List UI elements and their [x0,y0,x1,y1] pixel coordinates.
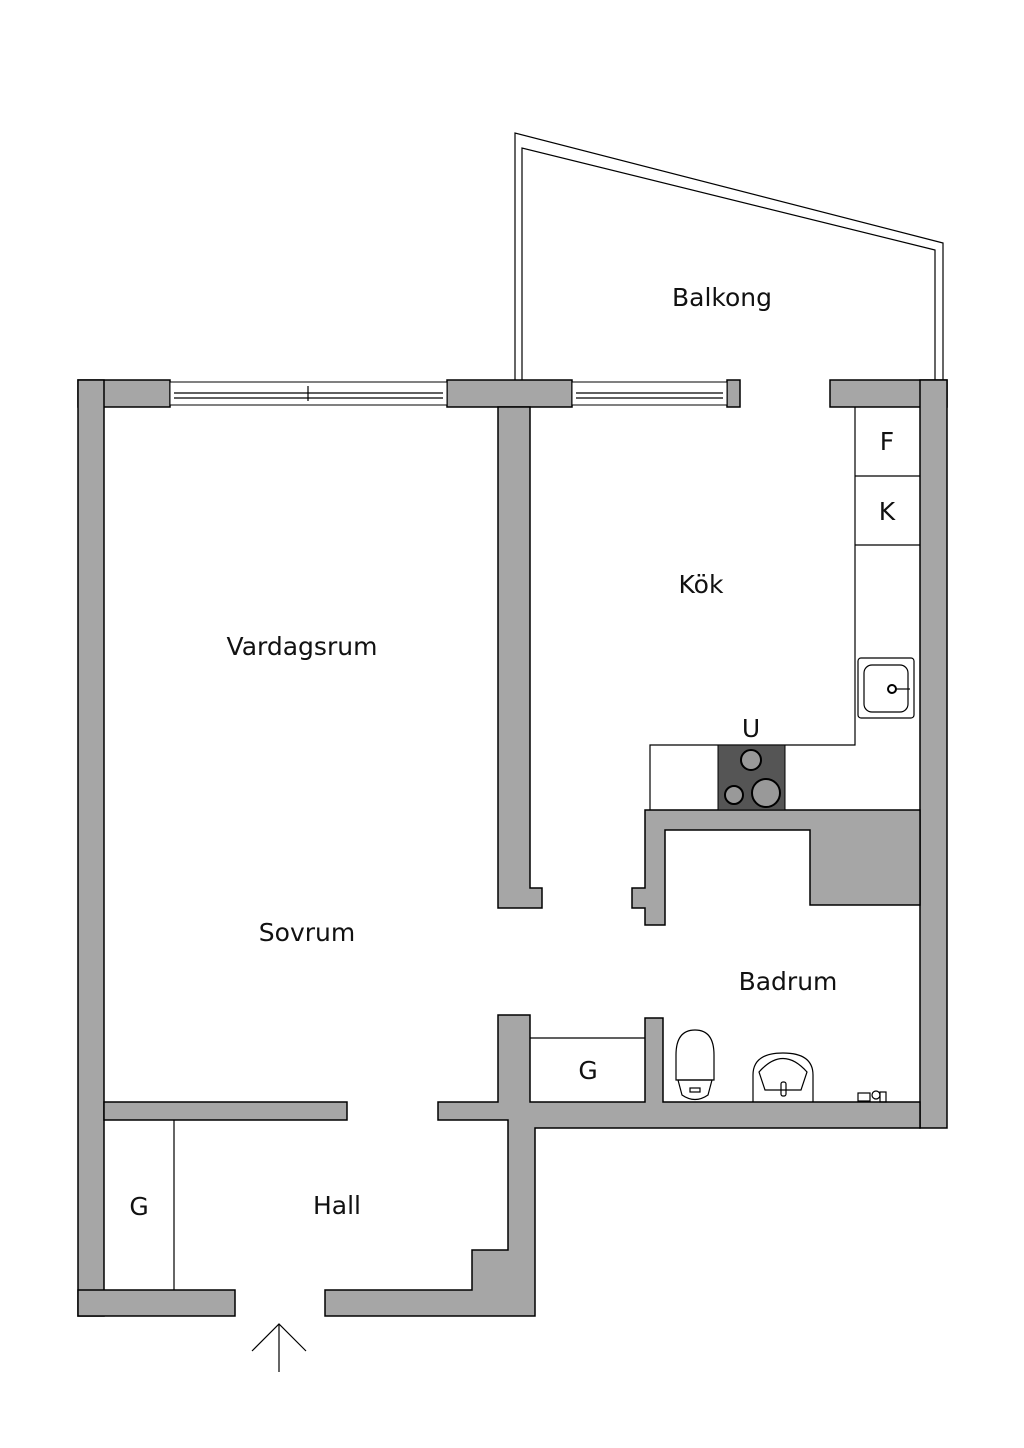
window-living [169,381,448,406]
closet-label-hall: G [129,1192,148,1221]
room-label-kitchen: Kök [679,570,724,599]
balcony [514,132,944,380]
room-label-living: Vardagsrum [227,632,378,661]
washbasin-icon [752,1052,814,1102]
room-label-hall: Hall [313,1191,361,1220]
toilet-icon [675,1029,715,1101]
walls [77,379,948,1317]
room-label-bedroom: Sovrum [259,918,355,947]
sink-icon [857,657,915,719]
oven-label: U [742,714,760,743]
room-label-balcony: Balkong [672,283,772,312]
room-label-bathroom: Badrum [739,967,838,996]
closet-label-bath: G [578,1056,597,1085]
stove-icon [717,744,786,811]
fridge-label: F [880,427,894,456]
window-kitchen [571,381,728,406]
freezer-label: K [879,497,896,526]
water-meter-icon [857,1090,887,1103]
entrance-arrow-icon [251,1323,307,1372]
